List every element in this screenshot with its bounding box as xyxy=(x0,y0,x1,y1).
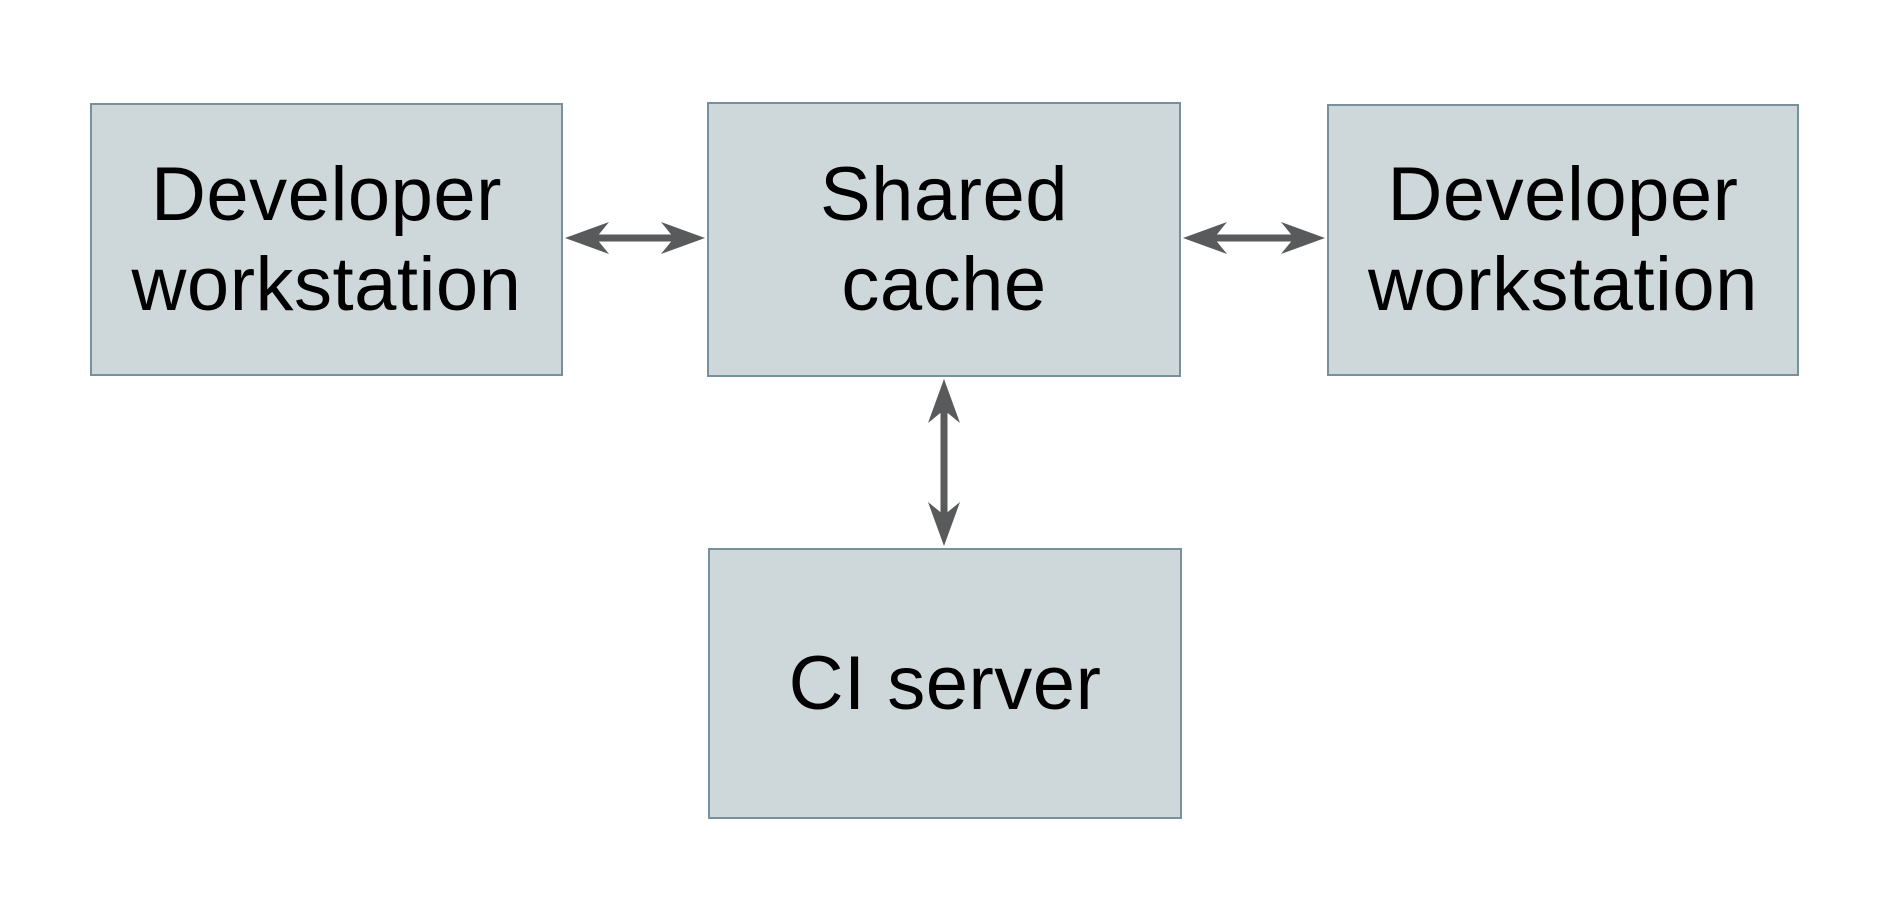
double-arrow-vertical-icon xyxy=(928,379,960,546)
node-shared-cache: Shared cache xyxy=(707,102,1181,377)
double-arrow-horizontal-right-icon xyxy=(1183,222,1325,254)
node-label: CI server xyxy=(788,640,1102,726)
node-label: Shared cache xyxy=(819,151,1069,327)
node-developer-workstation-left: Developer workstation xyxy=(90,103,563,376)
node-label: Developer workstation xyxy=(1368,152,1758,327)
node-label: Developer workstation xyxy=(131,151,522,327)
node-developer-workstation-right: Developer workstation xyxy=(1327,104,1799,376)
node-ci-server: CI server xyxy=(708,548,1182,819)
double-arrow-horizontal-left-icon xyxy=(565,222,705,254)
